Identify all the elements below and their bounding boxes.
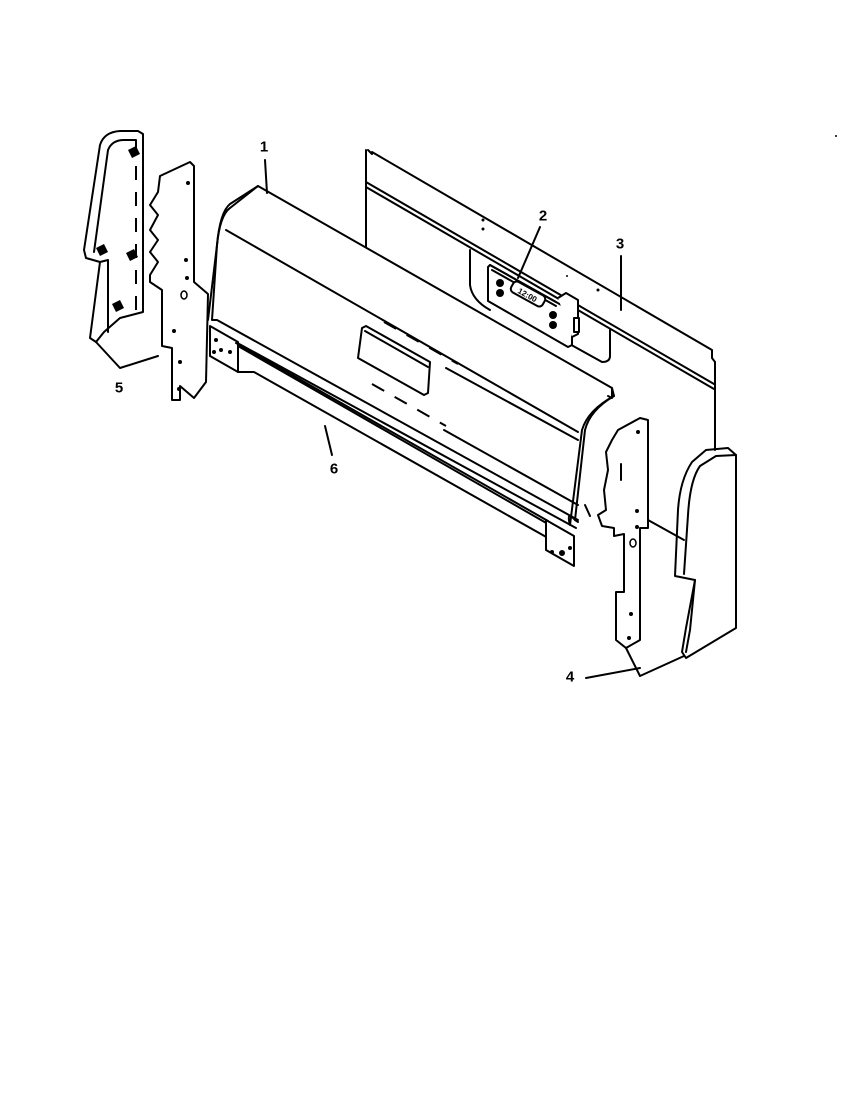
clock-timer-control: 12:00 [487,264,580,348]
callout-label-5: 5 [114,379,124,397]
lower-trim-channel [209,325,575,567]
right-end-cap-and-bracket [597,411,737,659]
callout-label-3: 3 [615,235,625,253]
callout-label-1: 1 [259,138,269,156]
leader-lines [264,135,837,679]
rear-panel [365,149,716,446]
control-panel-backguard [207,185,615,529]
left-end-cap-and-bracket [83,130,209,401]
callout-label-6: 6 [329,460,339,478]
callout-label-4: 4 [565,668,575,686]
callout-label-2: 2 [538,207,548,225]
